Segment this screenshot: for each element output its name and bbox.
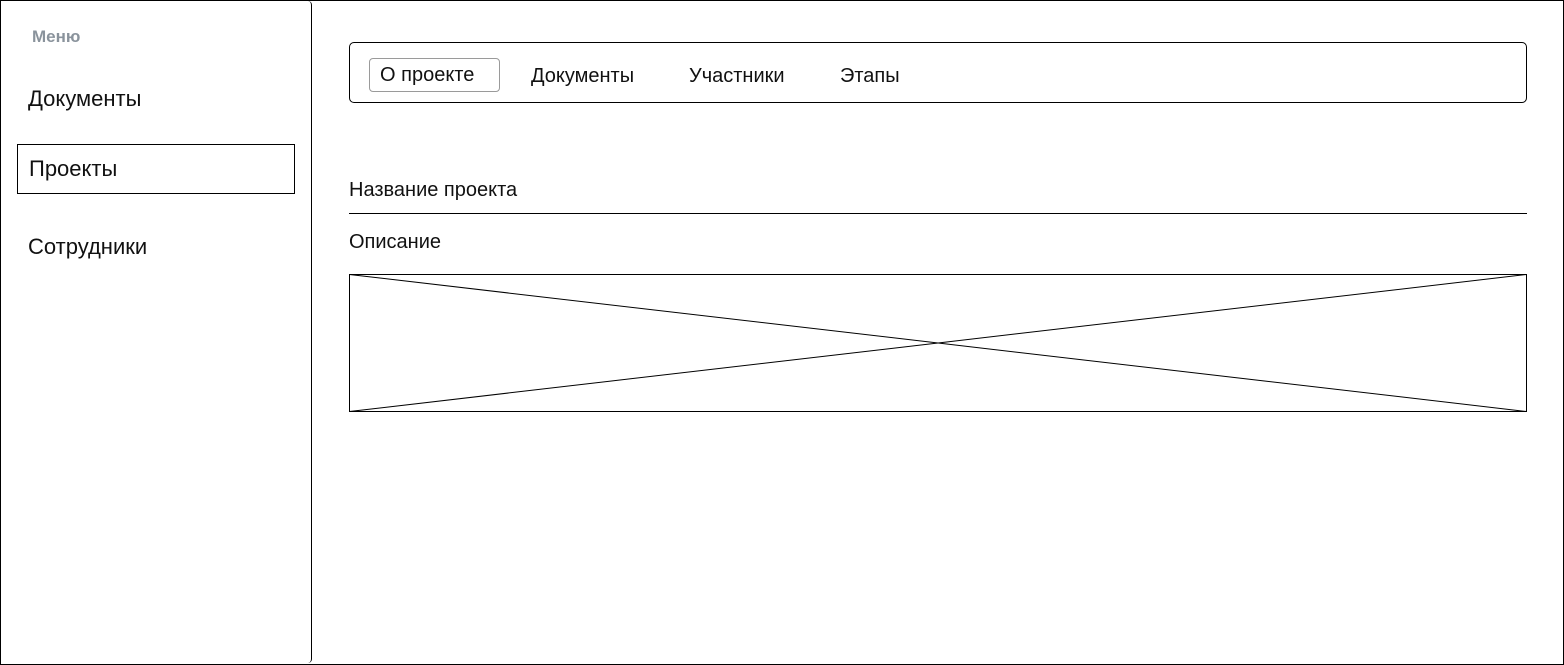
image-placeholder [349, 274, 1527, 412]
menu-caption: Меню [32, 27, 81, 46]
sidebar-item-label: Документы [28, 86, 142, 111]
sidebar-item-documents[interactable]: Документы [17, 75, 295, 123]
tab-label: Этапы [840, 64, 900, 87]
project-name-field[interactable] [349, 213, 1527, 214]
project-name-label: Название проекта [349, 179, 518, 201]
description-label: Описание [349, 231, 442, 253]
tab-bar: О проекте Документы Участники Этапы [349, 42, 1527, 103]
main-content: О проекте Документы Участники Этапы Назв… [313, 1, 1563, 664]
sidebar-item-label: Проекты [29, 156, 118, 181]
tab-about-project[interactable]: О проекте [369, 58, 500, 92]
tab-label: Участники [689, 64, 785, 87]
tab-label: Документы [531, 64, 635, 87]
tab-documents[interactable]: Документы [531, 59, 634, 93]
sidebar: Меню Документы Проекты Сотрудники [1, 1, 312, 663]
tab-participants[interactable]: Участники [689, 59, 785, 93]
tab-label: О проекте [380, 63, 475, 86]
sidebar-item-employees[interactable]: Сотрудники [17, 223, 295, 271]
sidebar-item-projects[interactable]: Проекты [17, 144, 295, 194]
tab-stages[interactable]: Этапы [840, 59, 900, 93]
placeholder-cross-icon [349, 274, 1527, 412]
sidebar-item-label: Сотрудники [28, 234, 148, 259]
